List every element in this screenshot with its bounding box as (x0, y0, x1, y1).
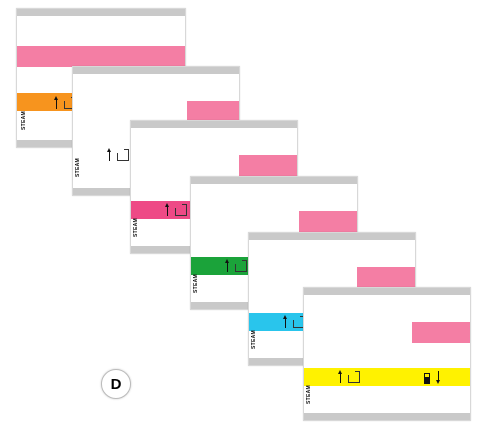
color-band (304, 368, 470, 386)
arrow-up-icon (54, 96, 58, 109)
arrow-up-icon (338, 370, 342, 383)
arrow-up-icon (225, 259, 229, 272)
tray-icon (117, 149, 129, 161)
pink-band (299, 211, 357, 232)
pink-band (239, 155, 297, 176)
tray-icon (235, 260, 247, 272)
grey-top-bar (73, 67, 239, 74)
grey-top-bar (249, 233, 415, 240)
arrow-down-icon (436, 371, 440, 384)
grey-bottom-bar (304, 413, 470, 420)
pink-band (187, 101, 239, 122)
label-card-yellow: STEAM (303, 287, 471, 421)
grey-top-bar (17, 9, 185, 16)
steam-label: STEAM (133, 218, 139, 237)
arrow-up-icon (283, 315, 287, 328)
stack-icon (424, 373, 430, 384)
steam-label: STEAM (75, 158, 81, 177)
grey-top-bar (191, 177, 357, 184)
steam-label: STEAM (251, 330, 257, 349)
steam-label: STEAM (21, 111, 27, 130)
steam-label: STEAM (193, 274, 199, 293)
figure-label: D (101, 369, 131, 399)
arrow-up-icon (165, 203, 169, 216)
tray-icon (348, 371, 360, 383)
grey-top-bar (304, 288, 470, 295)
pink-band (357, 267, 415, 288)
pink-band (412, 322, 470, 343)
steam-label: STEAM (306, 385, 312, 404)
pink-band (17, 46, 185, 67)
tray-icon (175, 204, 187, 216)
arrow-up-icon (107, 148, 111, 161)
grey-top-bar (131, 121, 297, 128)
